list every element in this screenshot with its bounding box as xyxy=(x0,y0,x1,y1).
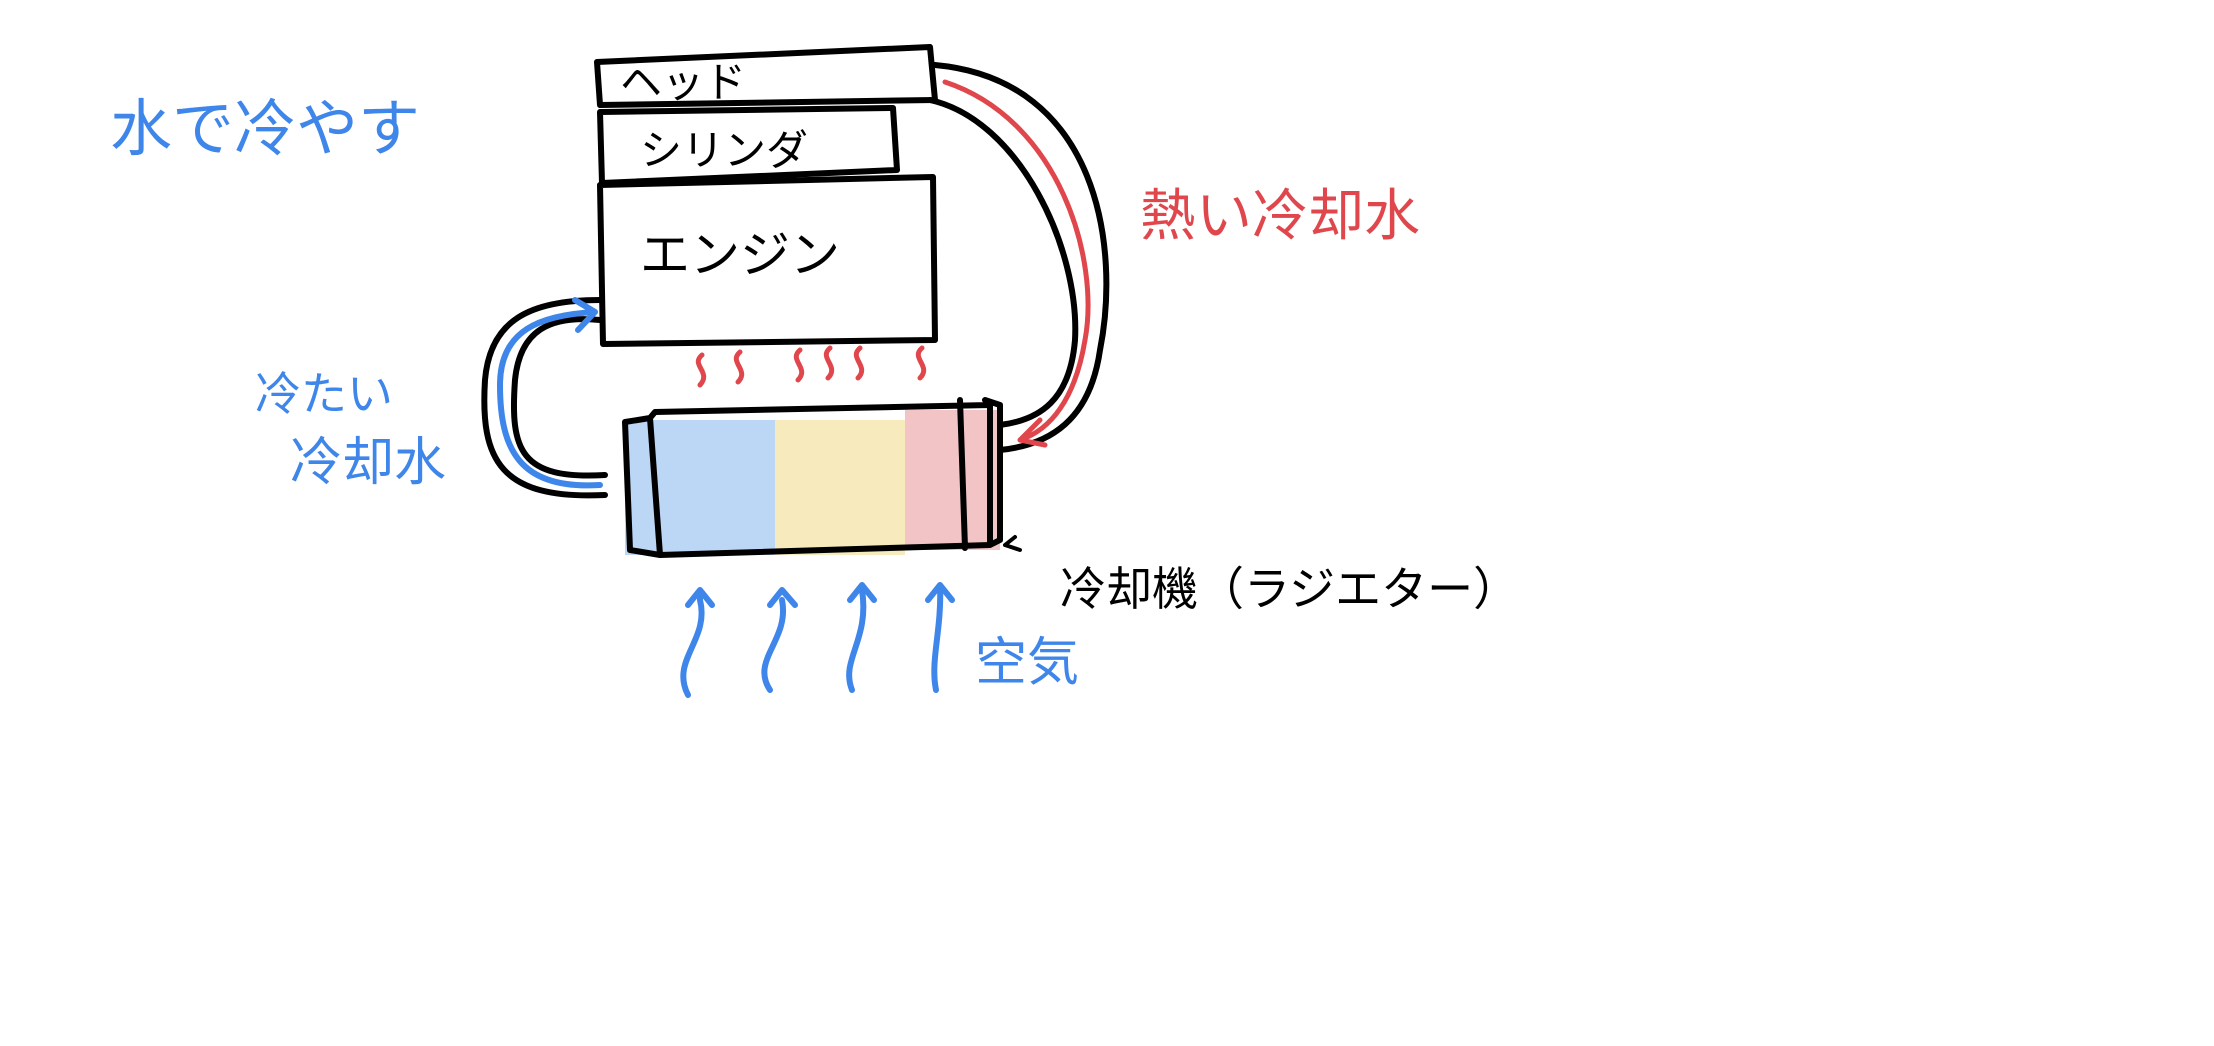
diagram-title: 水で冷やす xyxy=(110,92,420,165)
engine-box xyxy=(597,174,938,347)
radiator-box xyxy=(622,397,1003,558)
head-label: ヘッド xyxy=(620,58,746,107)
radiator-label: 冷却機（ラジエター） xyxy=(1060,562,1519,616)
hot-coolant-arrow xyxy=(942,79,1091,448)
heat-wave-icons xyxy=(695,345,927,388)
cold-coolant-arrow xyxy=(497,297,603,489)
cold-coolant-label-line2: 冷却水 xyxy=(290,433,446,493)
cylinder-label: シリンダ xyxy=(640,126,808,175)
hot-coolant-label: 熱い冷却水 xyxy=(1140,184,1420,249)
air-label: 空気 xyxy=(975,633,1079,693)
radiator-pointer-icon xyxy=(1003,535,1022,552)
radiator-fill xyxy=(625,410,1000,555)
air-arrow-icons xyxy=(680,582,955,698)
cylinder-box xyxy=(597,105,900,186)
engine-label: エンジン xyxy=(640,226,840,284)
cold-coolant-pipe xyxy=(481,297,608,499)
cold-coolant-label-line1: 冷たい xyxy=(255,367,393,421)
hot-coolant-pipe xyxy=(927,62,1110,453)
